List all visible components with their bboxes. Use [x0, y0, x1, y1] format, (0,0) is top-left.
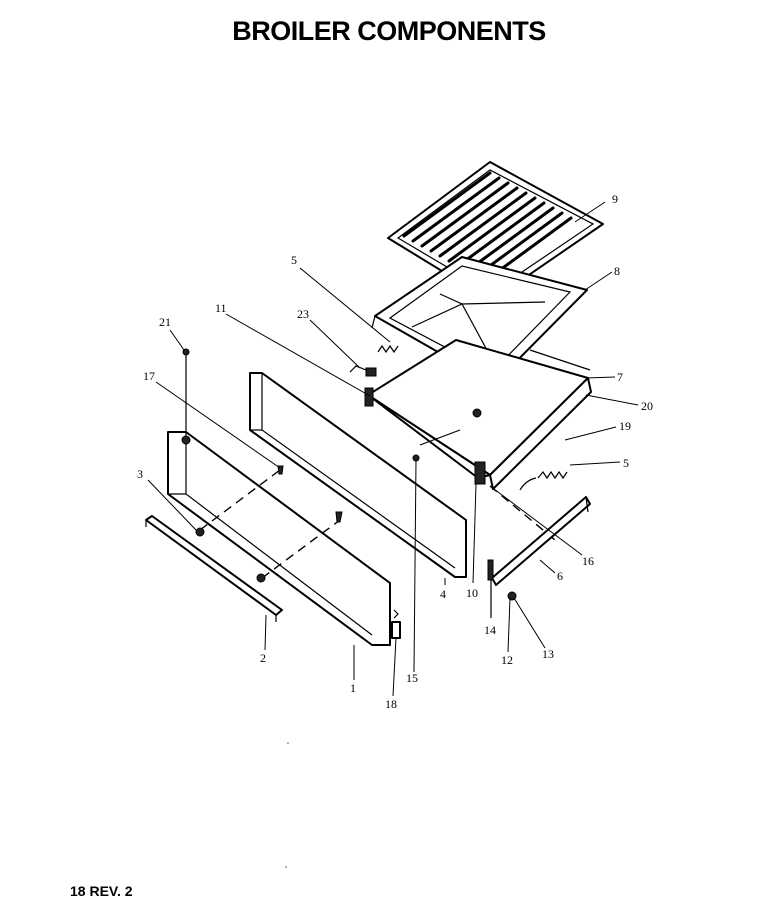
assembly-line-upper — [199, 469, 281, 531]
screw-mid — [335, 511, 343, 523]
callout-12: 12 — [501, 653, 513, 667]
scan-speck — [287, 742, 289, 744]
callout-7: 7 — [617, 370, 623, 384]
callout-14: 14 — [484, 623, 496, 637]
part-bracket-14 — [487, 559, 494, 618]
part-pin-21 — [182, 348, 190, 432]
callout-2: 2 — [260, 651, 266, 665]
callout-9: 9 — [612, 192, 618, 206]
callout-13: 13 — [542, 647, 554, 661]
part-bracket-18 — [391, 609, 401, 639]
callout-20: 20 — [641, 399, 653, 413]
callout-8: 8 — [614, 264, 620, 278]
callout-3: 3 — [137, 467, 143, 481]
screw-3 — [195, 527, 205, 537]
callout-15: 15 — [406, 671, 418, 685]
screw-lower — [256, 573, 266, 583]
part-slide-rail — [491, 496, 591, 586]
callout-19: 19 — [619, 419, 631, 433]
part-handle — [145, 515, 283, 622]
callout-11: 11 — [215, 301, 227, 315]
leader-lines — [147, 201, 639, 697]
part-broiler-grid — [387, 161, 604, 302]
part-broiler-drawer — [364, 339, 592, 490]
page-title: BROILER COMPONENTS — [232, 16, 546, 46]
callout-16: 16 — [582, 554, 594, 568]
part-clip-23 — [349, 365, 377, 377]
part-spring-right — [519, 470, 568, 491]
callout-labels: 9 8 5 11 23 21 17 7 20 19 5 3 16 6 2 4 1… — [137, 192, 653, 711]
callout-10: 10 — [466, 586, 478, 600]
callout-6: 6 — [557, 569, 563, 583]
part-outer-door-panel — [167, 431, 391, 646]
footer-page-ref: 18 REV. 2 — [70, 883, 133, 899]
callout-5-upper: 5 — [291, 253, 297, 267]
part-inner-door-panel — [249, 372, 467, 578]
assembly-line-lower — [261, 519, 341, 579]
callout-21: 21 — [159, 315, 171, 329]
scan-speck — [285, 866, 287, 868]
callout-5-right: 5 — [623, 456, 629, 470]
part-spring-upper — [377, 344, 399, 354]
callout-23: 23 — [297, 307, 309, 321]
callout-1: 1 — [350, 681, 356, 695]
callout-4: 4 — [440, 587, 446, 601]
callout-17: 17 — [143, 369, 155, 383]
callout-18: 18 — [385, 697, 397, 711]
